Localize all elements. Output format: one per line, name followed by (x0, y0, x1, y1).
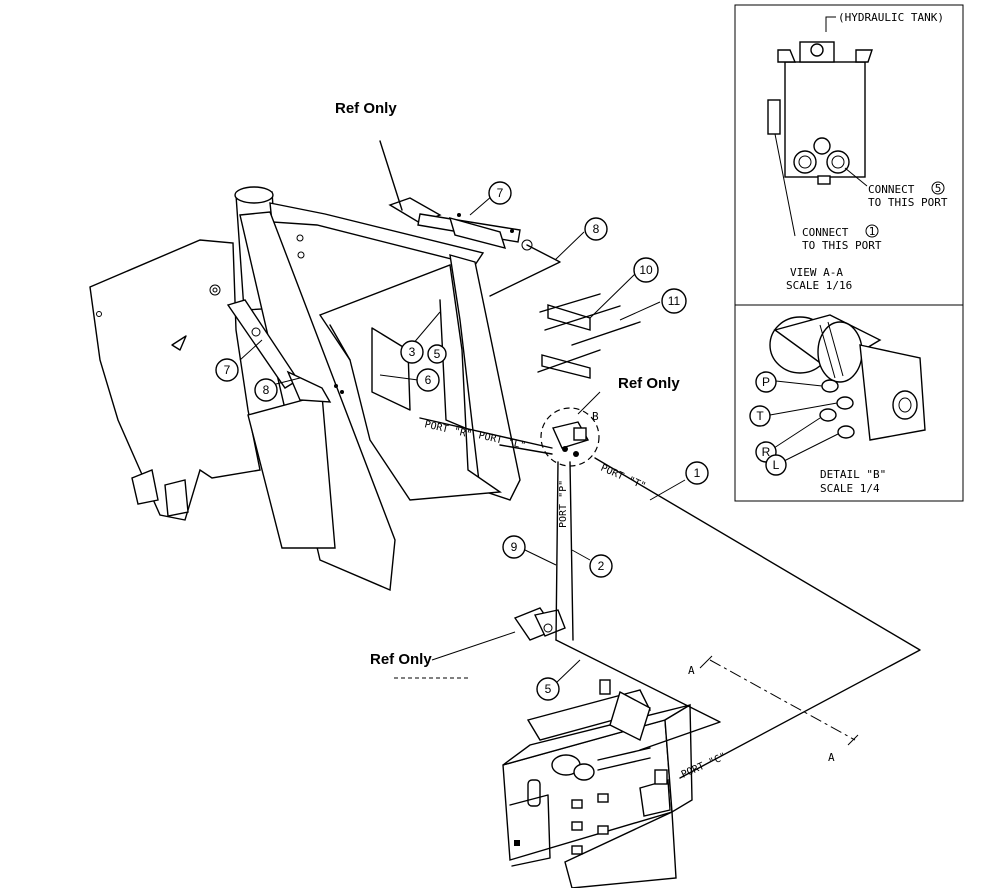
callout-2: 2 (589, 554, 613, 578)
connect-5-to-port: TO THIS PORT (868, 196, 948, 209)
callout-9: 9 (502, 535, 526, 559)
hose-lines (419, 244, 921, 779)
callout-3: 3 (400, 340, 424, 364)
svg-text:2: 2 (598, 559, 605, 573)
callout-5-upper: 5 (427, 344, 447, 364)
ref-only-label-right: Ref Only (618, 375, 680, 392)
detail-b-inset: P T R L DETAIL "B" SCALE 1/4 (734, 304, 964, 502)
svg-text:1: 1 (694, 466, 701, 480)
svg-text:11: 11 (668, 294, 681, 308)
connect-1-text: CONNECT (802, 226, 849, 239)
leader-lines (239, 195, 686, 684)
callout-7-left: 7 (215, 358, 239, 382)
callout-7-top-label: 7 (497, 186, 504, 200)
hydraulic-tank-label: (HYDRAULIC TANK) (838, 11, 944, 24)
view-a-a-title: VIEW A-A (790, 266, 843, 279)
view-a-a-scale: SCALE 1/16 (786, 279, 852, 292)
detail-b-marker: B (592, 410, 599, 423)
port-t-label: PORT "T" (599, 463, 647, 493)
callout-8-left: 8 (254, 378, 278, 402)
callout-7-top: 7 (488, 181, 512, 205)
port-p-label: PORT "P" (558, 480, 569, 528)
connect-5-text: CONNECT (868, 183, 915, 196)
svg-text:7: 7 (224, 363, 231, 377)
callout-11: 11 (661, 288, 687, 314)
svg-text:9: 9 (511, 540, 518, 554)
detail-port-t: T (756, 409, 764, 423)
svg-text:10: 10 (639, 263, 653, 277)
detail-port-p: P (762, 375, 770, 389)
detail-port-r: R (762, 445, 771, 459)
hydraulic-tank (502, 679, 693, 888)
svg-text:8: 8 (593, 222, 600, 236)
section-a-upper: A (688, 664, 695, 677)
section-a-lower: A (828, 751, 835, 764)
ref-only-label-bottom: Ref Only (370, 651, 432, 668)
control-valve (540, 407, 600, 467)
callout-6: 6 (416, 368, 440, 392)
gear-pump (513, 607, 566, 641)
connect-5-number: 5 (935, 182, 942, 195)
svg-text:5: 5 (545, 682, 552, 696)
lift-cylinder-left (226, 299, 344, 403)
callout-8-top: 8 (584, 217, 608, 241)
detail-b-scale: SCALE 1/4 (820, 482, 880, 495)
callout-1: 1 (685, 461, 709, 485)
detail-port-l: L (773, 458, 780, 472)
tilt-cylinder-top (379, 140, 533, 251)
connect-1-to-port: TO THIS PORT (802, 239, 882, 252)
view-a-a-inset: (HYDRAULIC TANK) CONNECT 5 TO THIS PORT … (734, 4, 964, 306)
callout-10: 10 (633, 257, 659, 283)
hose-segments (537, 293, 641, 379)
svg-text:5: 5 (434, 347, 441, 361)
callout-5-lower: 5 (536, 677, 560, 701)
ref-only-label-top: Ref Only (335, 100, 397, 117)
svg-text:3: 3 (409, 345, 416, 359)
connect-1-number: 1 (869, 225, 876, 238)
svg-text:8: 8 (263, 383, 270, 397)
svg-text:6: 6 (425, 373, 432, 387)
detail-b-title: DETAIL "B" (820, 468, 886, 481)
